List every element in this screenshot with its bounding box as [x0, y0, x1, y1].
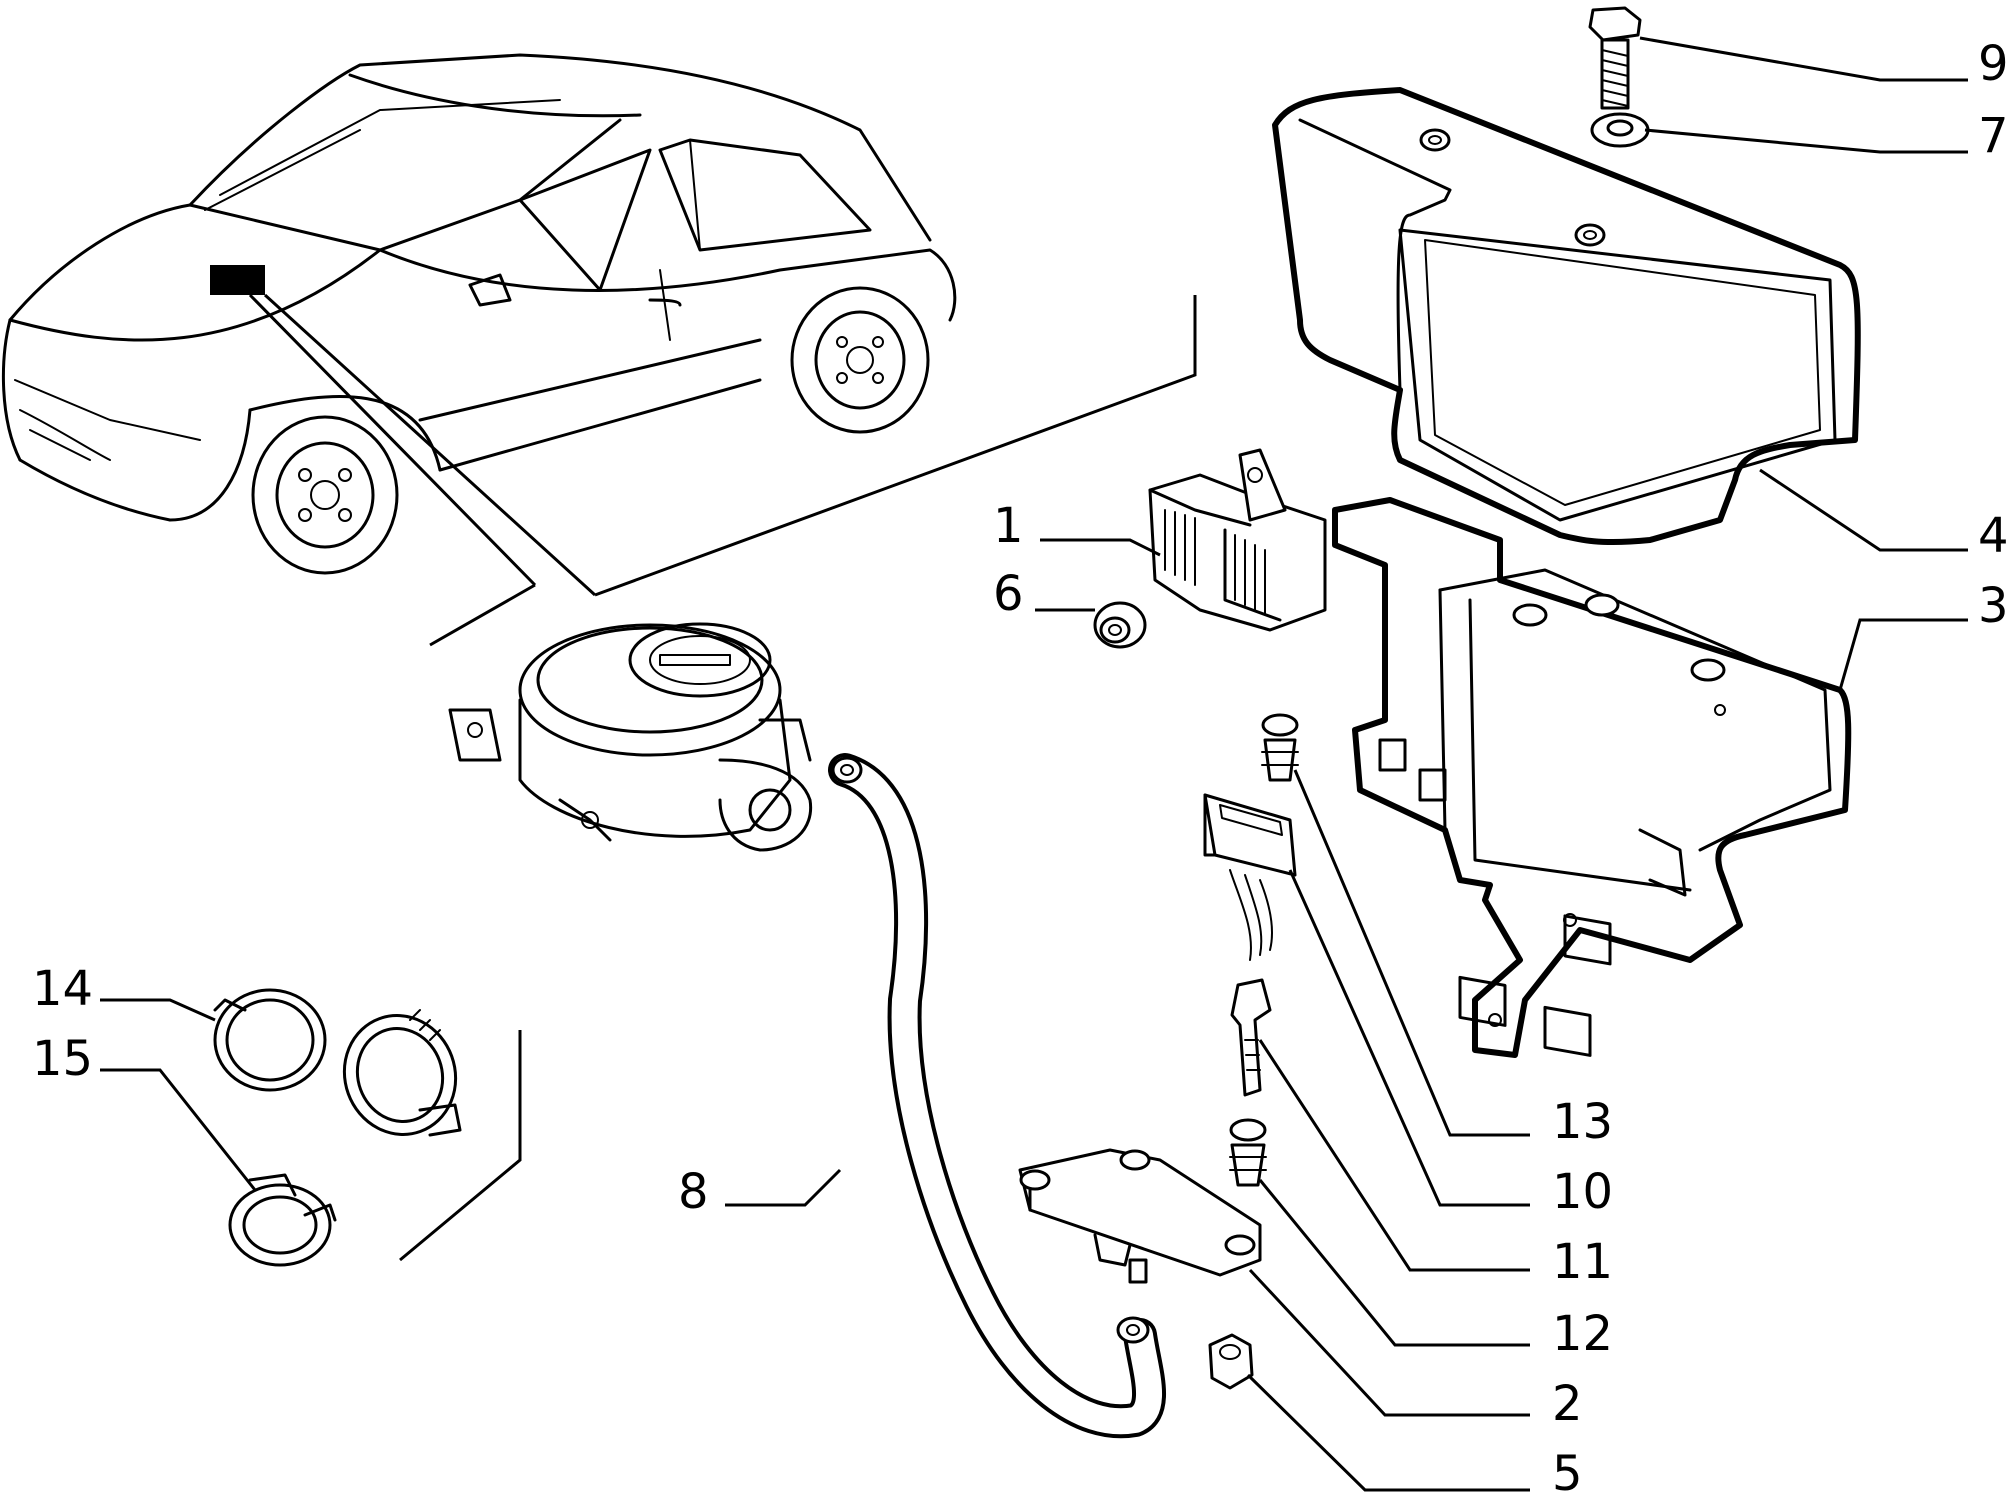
callout-10: 10 [1552, 1164, 1613, 1220]
electrical-connector [1203, 793, 1297, 961]
callout-4: 4 [1978, 508, 2009, 564]
callout-12: 12 [1552, 1306, 1613, 1362]
callout-13: 13 [1552, 1094, 1613, 1150]
control-unit-cover [1272, 87, 1861, 546]
throttle-body [448, 622, 813, 852]
connector-terminal [1230, 978, 1272, 1097]
callout-3: 3 [1978, 578, 2009, 634]
callout-labels: 9 7 4 3 1 6 13 10 11 12 2 5 8 14 15 [32, 36, 2009, 1493]
vacuum-hose [828, 753, 1166, 1439]
relay [1148, 448, 1327, 632]
plastic-rivet-lower [1229, 1118, 1267, 1187]
callout-6: 6 [993, 566, 1024, 622]
hose-clamps [213, 988, 462, 1267]
car-illustration [1, 53, 957, 575]
group-bracket-line [399, 1030, 522, 1262]
callout-7: 7 [1978, 108, 2009, 164]
callout-leader-lines [100, 36, 1968, 1492]
callout-15: 15 [32, 1031, 93, 1087]
grommet-nut [1093, 601, 1147, 649]
callout-2: 2 [1552, 1376, 1583, 1432]
callout-14: 14 [32, 961, 93, 1017]
location-pointer-lines [248, 293, 1197, 647]
callout-11: 11 [1552, 1234, 1613, 1290]
control-unit-bracket [1332, 497, 1852, 1058]
callout-5: 5 [1552, 1446, 1583, 1493]
pressure-sensor [1018, 1148, 1262, 1284]
callout-1: 1 [993, 498, 1024, 554]
plastic-rivet-upper [1261, 713, 1299, 782]
callout-8: 8 [678, 1164, 709, 1220]
hex-nut [1208, 1333, 1254, 1390]
callout-9: 9 [1978, 36, 2009, 92]
bolt-and-washer [1588, 6, 1650, 148]
